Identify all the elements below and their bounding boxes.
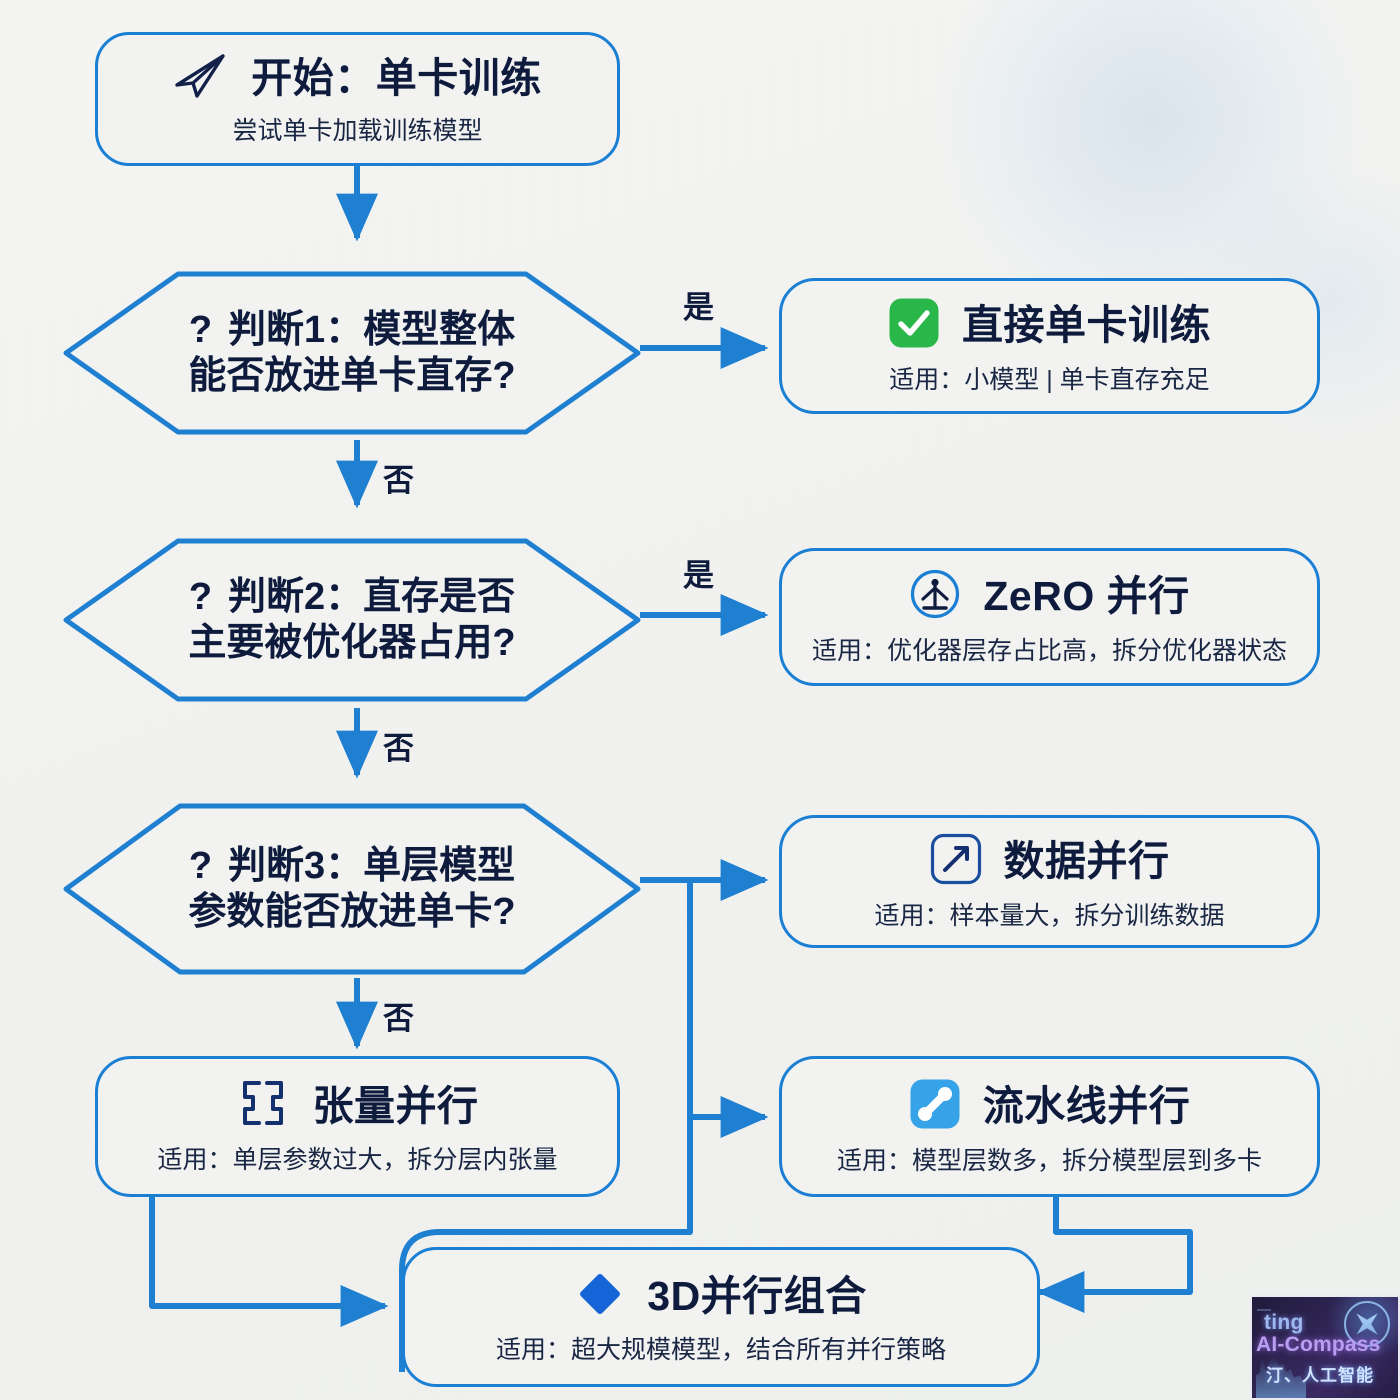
green-check-icon: [888, 297, 940, 354]
watermark-line1: ting: [1264, 1311, 1304, 1334]
decision-1-line2: 能否放进单卡直存?: [188, 355, 516, 397]
decision-2-line2: 主要被优化器占用?: [188, 622, 516, 664]
zero-header: ZeRO 并行: [782, 568, 1317, 625]
node-data-parallel[interactable]: 数据并行 适用：样本量大，拆分训练数据: [779, 815, 1320, 948]
single-card-subtitle: 适用：小模型 | 单卡直存充足: [889, 366, 1210, 395]
watermark-badge: ting AI-Compass 汀、人工智能: [1250, 1295, 1400, 1400]
pipeline-parallel-subtitle: 适用：模型层数多，拆分模型层到多卡: [836, 1146, 1262, 1175]
three-d-subtitle: 适用：超大规模模型，结合所有并行策略: [495, 1336, 946, 1365]
edge-label-d2-yes: 是: [683, 558, 714, 593]
node-decision-1[interactable]: ? 判断1：模型整体 能否放进单卡直存?: [62, 268, 642, 438]
decision-2-text: ? 判断2：直存是否 主要被优化器占用?: [62, 535, 642, 705]
single-card-title: 直接单卡训练: [962, 302, 1211, 349]
tensor-parallel-title: 张量并行: [312, 1082, 479, 1129]
node-tensor-parallel[interactable]: 张量并行 适用：单层参数过大，拆分层内张量: [95, 1056, 620, 1197]
node-start[interactable]: 开始：单卡训练 尝试单卡加载训练模型: [95, 32, 620, 166]
node-decision-2[interactable]: ? 判断2：直存是否 主要被优化器占用?: [62, 535, 642, 705]
question-mark-icon: ?: [188, 844, 213, 887]
watermark-line2: AI-Compass: [1256, 1333, 1381, 1356]
decision-3-text: ? 判断3：单层模型 参数能否放进单卡?: [62, 800, 642, 978]
pipeline-parallel-title: 流水线并行: [982, 1082, 1191, 1129]
three-d-header: 3D并行组合: [405, 1269, 1037, 1324]
tensor-parallel-subtitle: 适用：单层参数过大，拆分层内张量: [157, 1145, 558, 1174]
edge-label-d3-no: 否: [383, 1001, 414, 1036]
compass-icon: [1344, 1301, 1390, 1347]
three-d-title: 3D并行组合: [647, 1273, 867, 1320]
edge-label-d1-no: 否: [383, 463, 414, 498]
node-decision-3[interactable]: ? 判断3：单层模型 参数能否放进单卡?: [62, 800, 642, 978]
data-parallel-subtitle: 适用：样本量大，拆分训练数据: [874, 901, 1225, 930]
node-zero-parallel[interactable]: ZeRO 并行 适用：优化器层存占比高，拆分优化器状态: [779, 548, 1320, 686]
decision-2-shape: [63, 538, 641, 702]
start-header: 开始：单卡训练: [98, 52, 617, 105]
zero-subtitle: 适用：优化器层存占比高，拆分优化器状态: [811, 637, 1287, 666]
decision-1-line1: 判断1：模型整体: [228, 308, 516, 351]
edge-label-d2-no: 否: [383, 731, 414, 766]
tensor-parallel-header: 张量并行: [98, 1079, 617, 1134]
pipeline-bone-icon: [909, 1078, 961, 1135]
single-card-header: 直接单卡训练: [782, 297, 1317, 354]
arrow-up-right-box-icon: [930, 833, 982, 890]
pipeline-parallel-header: 流水线并行: [782, 1078, 1317, 1135]
watermark-line3: 汀、人工智能: [1266, 1366, 1374, 1385]
zero-title: ZeRO 并行: [983, 573, 1190, 620]
question-mark-icon: ?: [188, 308, 213, 351]
decision-1-line1-wrap: ? 判断1：模型整体: [189, 307, 515, 353]
zero-anchor-icon: [909, 568, 961, 625]
decision-3-line1: 判断3：单层模型: [228, 844, 516, 887]
edge-label-d1-yes: 是: [683, 290, 714, 325]
puzzle-split-icon: [237, 1079, 291, 1134]
decision-3-line1-wrap: ? 判断3：单层模型: [189, 843, 515, 889]
start-title: 开始：单卡训练: [251, 55, 542, 102]
node-3d-parallel-combination[interactable]: 3D并行组合 适用：超大规模模型，结合所有并行策略: [402, 1247, 1040, 1387]
decision-3-shape: [63, 803, 641, 975]
decision-1-text: ? 判断1：模型整体 能否放进单卡直存?: [62, 268, 642, 438]
paper-plane-icon: [173, 52, 229, 105]
start-subtitle: 尝试单卡加载训练模型: [232, 117, 483, 146]
decision-2-line1-wrap: ? 判断2：直存是否: [189, 574, 515, 620]
question-mark-icon: ?: [188, 575, 213, 618]
decision-3-line2: 参数能否放进单卡?: [188, 891, 516, 933]
data-parallel-title: 数据并行: [1003, 837, 1170, 884]
node-pipeline-parallel[interactable]: 流水线并行 适用：模型层数多，拆分模型层到多卡: [779, 1056, 1320, 1197]
blue-diamond-icon: [575, 1269, 625, 1324]
data-parallel-header: 数据并行: [782, 833, 1317, 890]
decision-2-line1: 判断2：直存是否: [228, 575, 516, 618]
node-single-card-training[interactable]: 直接单卡训练 适用：小模型 | 单卡直存充足: [779, 278, 1320, 414]
decision-1-shape: [63, 271, 641, 435]
